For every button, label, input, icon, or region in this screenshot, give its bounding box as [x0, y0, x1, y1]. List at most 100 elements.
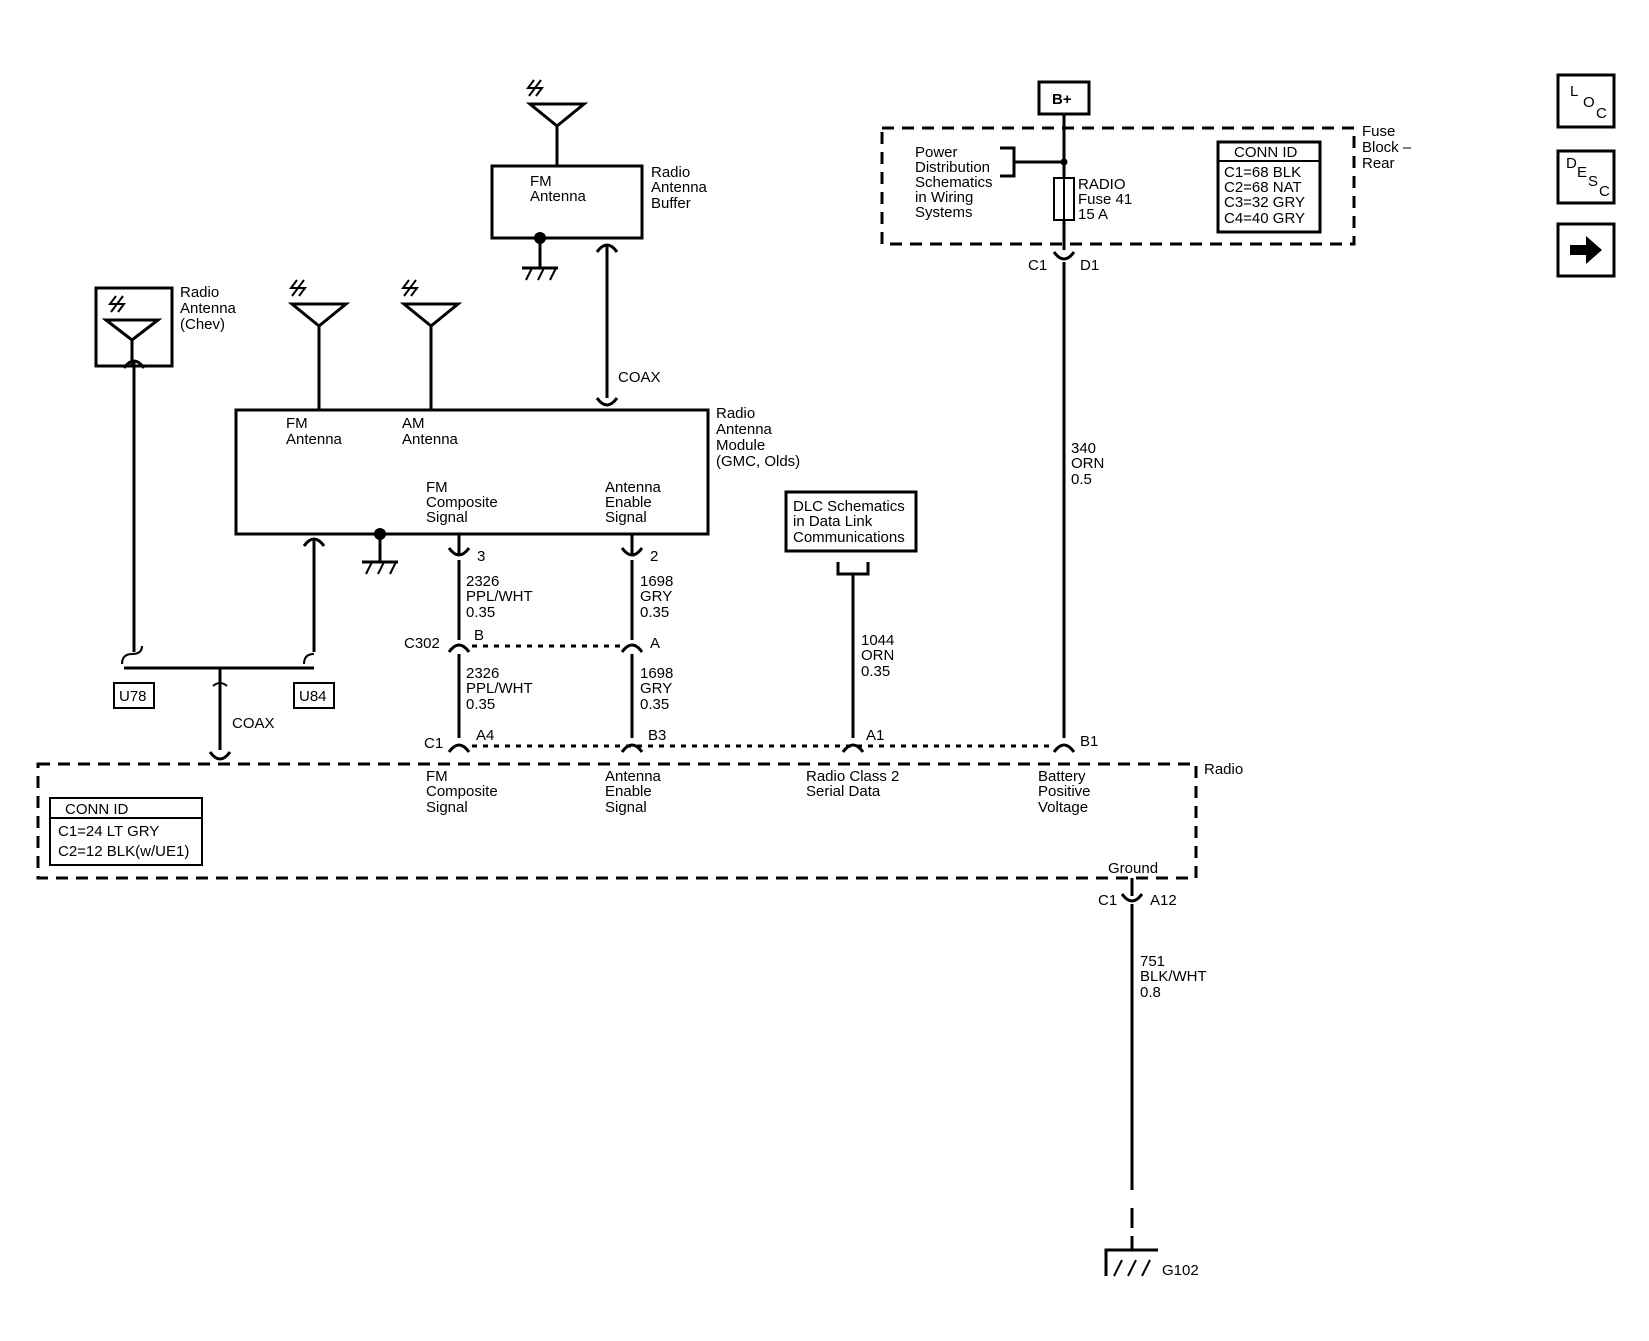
wire-1698-lower-gauge: 0.35 [640, 696, 669, 713]
module-pin-2: 2 [650, 548, 658, 565]
wire-1044-circuit: 1044 [861, 632, 894, 649]
radio-class2-2: Serial Data [806, 783, 881, 800]
fuse-name: RADIO [1078, 176, 1126, 193]
loc-letter-c: C [1596, 105, 1607, 122]
wire-2326-upper-gauge: 0.35 [466, 604, 495, 621]
radio-title: Radio [1204, 761, 1243, 778]
next-page-button[interactable] [1556, 222, 1616, 278]
radio-ground-label: Ground [1108, 860, 1158, 877]
buffer-title-2: Antenna [651, 179, 708, 196]
dlc-line-3: Communications [793, 529, 905, 546]
radio-antenna-buffer-box [490, 164, 644, 240]
desc-letter-c: C [1599, 183, 1610, 200]
coax-label-top: COAX [618, 369, 661, 386]
wire-2326-lower-circuit: 2326 [466, 665, 499, 682]
wire-1044-gauge: 0.35 [861, 663, 890, 680]
radio-pin-b3: B3 [648, 727, 666, 744]
power-dist-line-2: Distribution [915, 159, 990, 176]
ground-icon [362, 528, 398, 575]
c302-connector [447, 643, 644, 653]
c1-d1-connector [1052, 251, 1076, 261]
wire-1698-upper-circuit: 1698 [640, 573, 673, 590]
desc-letter-s: S [1588, 173, 1598, 190]
wire-2326-lower-color: PPL/WHT [466, 680, 533, 697]
fuse-block-conn-c1: C1=68 BLK [1224, 164, 1301, 181]
chev-antenna-title-3: (Chev) [180, 316, 225, 333]
desc-letter-e: E [1577, 164, 1587, 181]
module-title-4: (GMC, Olds) [716, 453, 800, 470]
c302-pin-a: A [650, 635, 660, 652]
dlc-line-2: in Data Link [793, 513, 873, 530]
desc-letter-d: D [1566, 155, 1577, 172]
radio-antenna-module-box [234, 408, 710, 536]
desc-button[interactable]: D E S C [1556, 149, 1616, 205]
fuse-block-conn-title: CONN ID [1234, 144, 1298, 161]
antenna-icon [399, 279, 463, 410]
ground-c1-label: C1 [1098, 892, 1117, 909]
c1-d1-label-d1: D1 [1080, 257, 1099, 274]
power-dist-line-5: Systems [915, 204, 973, 221]
radio-conn-c2: C2=12 BLK(w/UE1) [58, 843, 189, 860]
coax-connector-module [595, 397, 619, 407]
antenna-icon [525, 79, 589, 166]
wire-1698-lower-color: GRY [640, 680, 672, 697]
fuse-block-title-3: Rear [1362, 155, 1395, 172]
ground-a12-label: A12 [1150, 892, 1177, 909]
module-title-3: Module [716, 437, 765, 454]
radio-batt-3: Voltage [1038, 799, 1088, 816]
power-distribution-reference[interactable]: Power Distribution Schematics in Wiring … [915, 144, 993, 221]
module-title-1: Radio [716, 405, 755, 422]
module-am-antenna-2: Antenna [402, 431, 459, 448]
module-am-antenna-1: AM [402, 415, 425, 432]
u78-label: U78 [119, 688, 147, 705]
chev-antenna-title-2: Antenna [180, 300, 237, 317]
module-fm-comp-1: FM [426, 479, 448, 496]
coax-junction [121, 645, 315, 761]
radio-ant-en-2: Enable [605, 783, 652, 800]
radio-c1-label: C1 [424, 735, 443, 752]
radio-c1-a12-connector [1120, 893, 1144, 903]
radio-batt-1: Battery [1038, 768, 1086, 785]
c1-d1-label-c1: C1 [1028, 257, 1047, 274]
power-dist-line-3: Schematics [915, 174, 993, 191]
module-fm-comp-3: Signal [426, 509, 468, 526]
wire-340-circuit: 340 [1071, 440, 1096, 457]
wire-2326-upper-circuit: 2326 [466, 573, 499, 590]
radio-conn-title: CONN ID [65, 801, 129, 818]
ground-icon [522, 232, 558, 281]
fuse-block-conn-c2: C2=68 NAT [1224, 179, 1302, 196]
antenna-icon [287, 279, 351, 410]
radio-outline [36, 762, 1198, 880]
antenna-icon [101, 295, 163, 366]
wire-340-gauge: 0.5 [1071, 471, 1092, 488]
fuse-block-conn-c4: C4=40 GRY [1224, 210, 1305, 227]
wire-2326-upper-color: PPL/WHT [466, 588, 533, 605]
power-dist-line-4: in Wiring [915, 189, 973, 206]
loc-button[interactable]: L O C [1556, 73, 1616, 129]
radio-pin-a1: A1 [866, 727, 884, 744]
module-ant-en-1: Antenna [605, 479, 662, 496]
buffer-fm-label-1: FM [530, 173, 552, 190]
radio-c1-connector [447, 743, 1076, 753]
radio-conn-id-table [49, 797, 203, 866]
wire-1698-upper-gauge: 0.35 [640, 604, 669, 621]
buffer-fm-label-2: Antenna [530, 188, 587, 205]
c302-label: C302 [404, 635, 440, 652]
radio-antenna-chev-box [94, 286, 174, 368]
bplus-label: B+ [1052, 91, 1072, 108]
wire-340-color: ORN [1071, 455, 1104, 472]
buffer-title-1: Radio [651, 164, 690, 181]
module-title-2: Antenna [716, 421, 773, 438]
module-ant-en-2: Enable [605, 494, 652, 511]
fuse-block-conn-c3: C3=32 GRY [1224, 194, 1305, 211]
u84-box [293, 682, 335, 709]
fuse-block-conn-id-table [1216, 140, 1322, 234]
radio-pin-b1: B1 [1080, 733, 1098, 750]
radio-ant-en-3: Signal [605, 799, 647, 816]
module-fm-antenna-2: Antenna [286, 431, 343, 448]
wire-751-circuit: 751 [1140, 953, 1165, 970]
dlc-schematics-reference[interactable]: DLC Schematics in Data Link Communicatio… [784, 490, 918, 553]
g102-label: G102 [1162, 1262, 1199, 1279]
u84-label: U84 [299, 688, 327, 705]
